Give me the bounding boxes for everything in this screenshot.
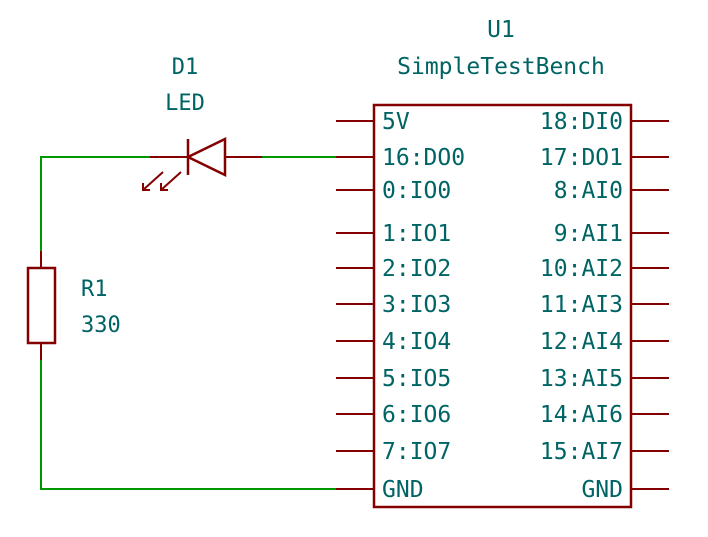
u1-right-pin-label: GND <box>581 477 623 503</box>
u1-pin-group: 5V 16:DO0 0:IO0 1:IO1 2:IO2 3:IO3 4:IO4 5:IO5 6:… <box>336 109 669 503</box>
r1-resistor[interactable]: R1 330 <box>26 251 121 360</box>
u1-left-pin-label: 2:IO2 <box>382 256 451 282</box>
u1-left-pin-label: 3:IO3 <box>382 292 451 318</box>
d1-reference: D1 <box>172 55 199 80</box>
r1-value: 330 <box>81 313 121 338</box>
u1-right-pin-label: 13:AI5 <box>540 366 623 392</box>
u1-value: SimpleTestBench <box>397 54 605 80</box>
u1-right-pin-label: 11:AI3 <box>540 292 623 318</box>
u1-left-pin-label: GND <box>382 477 424 503</box>
r1-body <box>26 266 57 345</box>
wire-led-to-resistor[interactable] <box>40 156 150 251</box>
u1-left-pin-label: 0:IO0 <box>382 178 451 204</box>
u1-reference: U1 <box>487 17 515 43</box>
u1-right-pin-label: 8:AI0 <box>554 178 623 204</box>
wires <box>40 156 336 490</box>
u1-right-pin-label: 18:DI0 <box>540 109 623 135</box>
u1-right-pin-label: 14:AI6 <box>540 402 623 428</box>
u1-right-pin-label: 17:DO1 <box>540 145 623 171</box>
u1-left-pin-label: 6:IO6 <box>382 402 451 428</box>
d1-light-arrows <box>142 171 182 191</box>
r1-reference: R1 <box>81 277 108 302</box>
u1-left-pin-label: 5V <box>382 109 410 135</box>
u1-left-pin-label: 5:IO5 <box>382 366 451 392</box>
u1-right-pin-label: 12:AI4 <box>540 329 623 355</box>
u1-left-pin-label: 4:IO4 <box>382 329 451 355</box>
u1-right-pin-label: 9:AI1 <box>554 221 623 247</box>
d1-value: LED <box>165 91 205 116</box>
wire-resistor-to-gnd[interactable] <box>40 360 336 490</box>
u1-right-pin-label: 15:AI7 <box>540 439 623 465</box>
d1-anode-triangle <box>185 137 227 177</box>
u1-left-pin-label: 1:IO1 <box>382 221 451 247</box>
u1-left-pin-label: 7:IO7 <box>382 439 451 465</box>
u1-body <box>372 103 633 509</box>
u1-right-pin-label: 10:AI2 <box>540 256 623 282</box>
d1-led[interactable]: D1 LED <box>142 55 262 191</box>
u1-component[interactable]: U1 SimpleTestBench 5V 16:DO0 0:IO0 1:IO1 2:I… <box>336 17 669 509</box>
u1-left-pin-label: 16:DO0 <box>382 145 465 171</box>
